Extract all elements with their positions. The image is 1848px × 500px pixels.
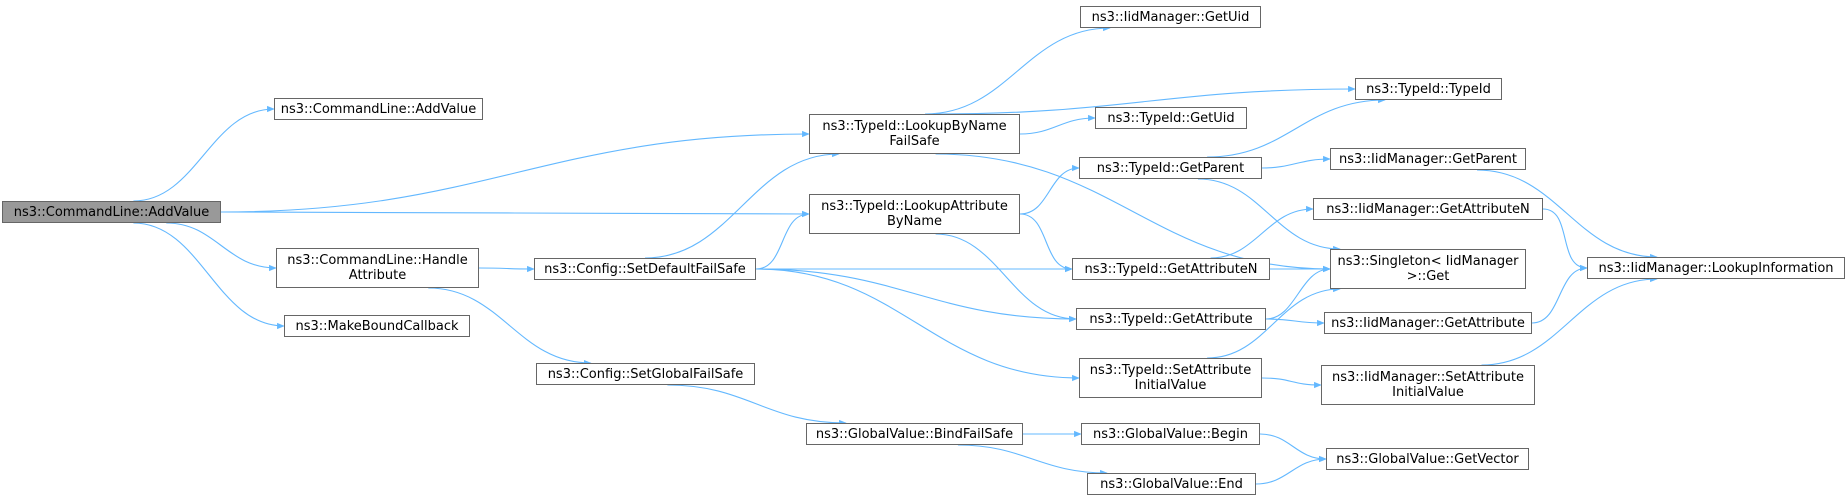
node-typeid-lookupbynamefailsafe[interactable]: ns3::TypeId::LookupByName FailSafe — [809, 114, 1020, 154]
node-label: >::Get — [1406, 269, 1450, 284]
edge-tid_getparent-to-iid_getparent — [1261, 155, 1331, 169]
node-globalvalue-begin[interactable]: ns3::GlobalValue::Begin — [1081, 423, 1260, 445]
node-typeid-getattribute[interactable]: ns3::TypeId::GetAttribute — [1076, 308, 1266, 330]
edge-lookupattr-to-tid_getparent — [1019, 164, 1080, 215]
edge-iid_getattr-to-iid_lookup — [1531, 264, 1588, 324]
node-label: ns3::TypeId::GetParent — [1096, 160, 1245, 176]
node-typeid-typeid[interactable]: ns3::TypeId::TypeId — [1355, 78, 1502, 100]
node-label: ns3::TypeId::LookupAttribute — [821, 199, 1008, 214]
edge-iid_getattrn-to-iid_lookup — [1542, 208, 1588, 272]
node-label: ns3::Singleton< IidManager — [1337, 254, 1519, 269]
node-label: ns3::CommandLine::AddValue — [13, 204, 210, 220]
node-globalvalue-end[interactable]: ns3::GlobalValue::End — [1087, 473, 1256, 495]
node-typeid-getuid[interactable]: ns3::TypeId::GetUid — [1095, 107, 1247, 129]
node-label: ns3::TypeId::GetAttribute — [1089, 311, 1253, 327]
node-commandline-handleattribute[interactable]: ns3::CommandLine::Handle Attribute — [276, 248, 479, 288]
edge-lookupbyname-to-iid_getuid — [925, 24, 1111, 115]
edge-lookupbyname-to-tid_typeid — [935, 85, 1356, 115]
node-iidmanager-setattributeinitialvalue[interactable]: ns3::IidManager::SetAttribute InitialVal… — [1321, 365, 1535, 405]
edge-cl_handle-to-setglobal — [428, 287, 592, 367]
node-iidmanager-lookupinformation[interactable]: ns3::IidManager::LookupInformation — [1587, 257, 1845, 279]
node-iidmanager-getuid[interactable]: ns3::IidManager::GetUid — [1080, 6, 1261, 28]
node-label: ns3::GlobalValue::GetVector — [1336, 451, 1519, 467]
edge-root-to-lookupbyname — [220, 130, 810, 213]
edge-lookupbyname-to-tid_getuid — [1019, 114, 1096, 135]
edge-root-to-lookupattr — [220, 210, 810, 218]
edge-tid_getparent-to-tid_typeid — [1207, 96, 1386, 158]
node-label: ns3::IidManager::GetAttribute — [1331, 315, 1525, 331]
edge-gv_begin-to-gv_getvector — [1259, 433, 1327, 463]
node-label: InitialValue — [1134, 378, 1207, 393]
node-typeid-getparent[interactable]: ns3::TypeId::GetParent — [1079, 157, 1262, 179]
edge-iid_getparent-to-iid_lookup — [1476, 169, 1658, 261]
edge-tid_getparent-to-singleton — [1197, 178, 1341, 253]
edge-tid_getattr-to-iid_getattr — [1265, 318, 1325, 327]
node-label: Attribute — [348, 268, 407, 283]
node-label: ns3::GlobalValue::BindFailSafe — [815, 426, 1014, 442]
node-config-setglobalfailsafe[interactable]: ns3::Config::SetGlobalFailSafe — [536, 363, 755, 385]
edge-setglobal-to-bindfailsafe — [667, 384, 847, 427]
node-label: ns3::IidManager::GetAttributeN — [1326, 201, 1530, 217]
node-label: ns3::IidManager::GetParent — [1338, 151, 1518, 167]
node-globalvalue-getvector[interactable]: ns3::GlobalValue::GetVector — [1326, 448, 1529, 470]
edge-setdefault-to-tid_setattr — [755, 268, 1080, 382]
edge-gv_end-to-gv_getvector — [1255, 455, 1327, 485]
edge-iid_setattr-to-iid_lookup — [1481, 275, 1658, 366]
node-label: ns3::CommandLine::Handle — [287, 253, 468, 268]
node-label: ns3::TypeId::LookupByName — [822, 119, 1007, 134]
node-label: ns3::GlobalValue::End — [1100, 476, 1243, 492]
edge-tid_setattr-to-iid_setattr — [1261, 377, 1322, 389]
node-label: ns3::Config::SetGlobalFailSafe — [547, 366, 744, 382]
node-globalvalue-bindfailsafe[interactable]: ns3::GlobalValue::BindFailSafe — [806, 423, 1023, 445]
node-root[interactable]: ns3::CommandLine::AddValue — [2, 201, 221, 223]
edge-tid_setattr-to-singleton — [1207, 285, 1341, 359]
node-label: ns3::TypeId::SetAttribute — [1089, 363, 1252, 378]
node-config-setdefaultfailsafe[interactable]: ns3::Config::SetDefaultFailSafe — [534, 258, 756, 280]
node-label: ns3::TypeId::TypeId — [1366, 81, 1491, 97]
node-singleton-iidmanager-get[interactable]: ns3::Singleton< IidManager >::Get — [1330, 249, 1526, 289]
edge-bindfailsafe-to-gv_end — [957, 444, 1108, 477]
edge-tid_getattrn-to-iid_getattrn — [1210, 205, 1314, 259]
edge-cl_handle-to-setdefault — [478, 265, 535, 273]
node-typeid-setattributeinitialvalue[interactable]: ns3::TypeId::SetAttribute InitialValue — [1079, 358, 1262, 398]
edge-setdefault-to-lookupbyname — [644, 150, 840, 259]
node-label: ByName — [887, 214, 942, 229]
edge-root-to-makebound — [133, 222, 285, 330]
edge-lookupattr-to-tid_getattr — [935, 233, 1077, 323]
edge-setdefault-to-tid_getattr — [755, 268, 1077, 323]
node-iidmanager-getparent[interactable]: ns3::IidManager::GetParent — [1330, 148, 1526, 170]
node-label: ns3::IidManager::LookupInformation — [1598, 260, 1834, 276]
node-label: ns3::TypeId::GetAttributeN — [1084, 261, 1258, 277]
node-label: ns3::CommandLine::AddValue — [280, 101, 477, 117]
node-label: ns3::TypeId::GetUid — [1107, 110, 1235, 126]
node-makeboundcallback[interactable]: ns3::MakeBoundCallback — [284, 315, 470, 337]
edge-tid_getattr-to-singleton — [1265, 265, 1331, 320]
edge-lookupattr-to-tid_getattrn — [1019, 213, 1073, 273]
node-label: FailSafe — [889, 134, 940, 149]
node-label: InitialValue — [1392, 385, 1464, 400]
node-iidmanager-getattributen[interactable]: ns3::IidManager::GetAttributeN — [1313, 198, 1543, 220]
node-label: ns3::Config::SetDefaultFailSafe — [544, 261, 746, 277]
edge-setdefault-to-lookupattr — [755, 210, 810, 270]
node-label: ns3::IidManager::SetAttribute — [1331, 370, 1524, 385]
edge-root-to-cl_addvalue2 — [133, 105, 275, 202]
node-typeid-getattributen[interactable]: ns3::TypeId::GetAttributeN — [1072, 258, 1270, 280]
node-commandline-addvalue[interactable]: ns3::CommandLine::AddValue — [274, 98, 483, 120]
node-label: ns3::GlobalValue::Begin — [1093, 426, 1248, 442]
node-typeid-lookupattributebyname[interactable]: ns3::TypeId::LookupAttribute ByName — [809, 194, 1020, 234]
edge-root-to-cl_handle — [166, 222, 277, 272]
node-iidmanager-getattribute[interactable]: ns3::IidManager::GetAttribute — [1324, 312, 1532, 334]
node-label: ns3::IidManager::GetUid — [1091, 9, 1250, 25]
node-label: ns3::MakeBoundCallback — [295, 318, 459, 334]
